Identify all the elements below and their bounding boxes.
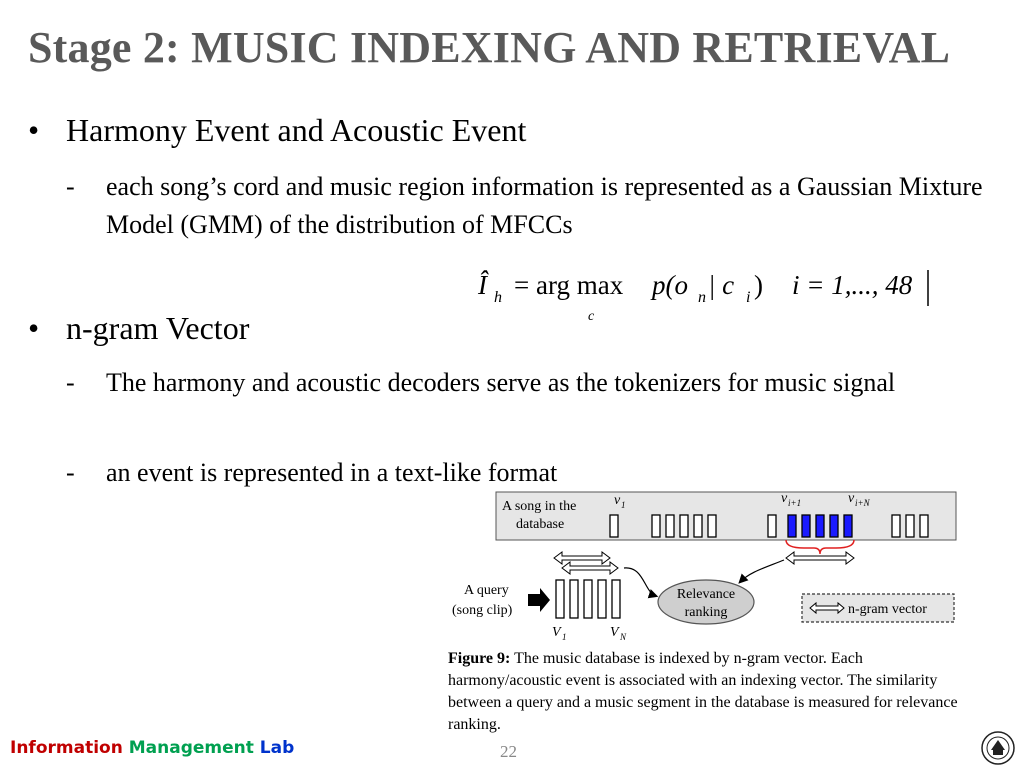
bullet-text: Harmony Event and Acoustic Event [66,112,527,148]
bullet-harmony-event: • Harmony Event and Acoustic Event [28,112,526,149]
highlighted-vector [801,514,811,538]
viN-sub: i+N [855,498,871,508]
sub-bullet-text: an event is represented in a text-like f… [106,458,558,487]
slide-title: Stage 2: MUSIC INDEXING AND RETRIEVAL [28,23,951,72]
lab-word-2: Management [128,738,254,758]
sub-bullet-text: each song’s cord and music region inform… [106,172,983,239]
double-arrow [561,561,619,575]
figure-caption: Figure 9: The music database is indexed … [448,648,968,736]
VN-label: V [610,625,620,640]
sub-bullet-gmm: - each song’s cord and music region info… [66,168,1006,244]
query-vectors [555,579,621,619]
figure-diagram: A song in the database v 1 [452,491,957,642]
query-to-ranking-arrow [623,567,659,599]
event-vector [891,514,901,538]
relevance-line1: Relevance [677,587,735,602]
database-song-bar [495,491,957,541]
lab-word-1: Information [10,738,123,758]
db-event-vectors [609,514,929,538]
highlighted-event-vectors [787,514,853,538]
ngram-indexing-figure: A song in the database v 1 [444,488,964,738]
formula-bar: | c [708,270,734,300]
db-label-line2: database [516,517,564,532]
ngram-double-arrows [553,551,855,575]
legend-double-arrow-icon [809,601,845,615]
V1-label: V [552,625,562,640]
query-vector [611,579,621,619]
highlighted-vector [843,514,853,538]
formula-range: i = 1,..., 48 [792,270,913,300]
query-arrow-icon [528,588,550,612]
query-vector [555,579,565,619]
event-vector [905,514,915,538]
formula-close: ) [754,270,763,300]
bullet-text: n-gram Vector [66,310,250,346]
event-vector [693,514,703,538]
formula-argmax: = arg max [514,270,624,300]
event-vector [679,514,689,538]
caption-text: The music database is indexed by n-gram … [448,650,958,733]
caption-label: Figure 9: [448,650,511,667]
vi1-sub: i+1 [788,498,801,508]
query-label-line2: (song clip) [452,603,513,618]
relevance-line2: ranking [685,605,728,620]
lab-word-3: Lab [259,738,295,758]
formula-lhs-sub: h [494,289,502,306]
dash-symbol: - [66,458,75,487]
seal-graphic [981,731,1015,765]
viN-label: v [848,491,855,506]
formula-graphic: Î h = arg max c p(o n | c i ) i = 1,...,… [477,270,929,324]
dash-symbol: - [66,172,75,201]
sub-bullet-text-like: - an event is represented in a text-like… [66,454,1006,492]
argmax-formula: Î h = arg max c p(o n | c i ) i = 1,...,… [476,266,936,326]
lab-logo-text: Information Management Lab [10,738,294,758]
highlight-bracket [785,539,855,555]
formula-lhs: Î [477,270,489,300]
event-vector [707,514,717,538]
query-vector [569,579,579,619]
query-vector [583,579,593,619]
vi1-label: v [781,491,788,506]
formula-prob: p(o [650,270,688,300]
legend-label: n-gram vector [848,602,927,617]
formula-prob-sub1: n [698,289,706,306]
bullet-dot: • [28,310,40,346]
event-vector [609,514,619,538]
v1-sub: 1 [621,500,626,510]
db-label-line1: A song in the [502,499,576,514]
formula-under: c [588,309,595,324]
v1-label: v [614,493,621,508]
event-vector [919,514,929,538]
dash-symbol: - [66,368,75,397]
bullet-dot: • [28,112,40,148]
relevance-ranking-node [657,579,755,625]
sub-bullet-tokenizers: - The harmony and acoustic decoders serv… [66,364,1006,402]
event-vector [651,514,661,538]
university-seal-icon [980,730,1016,766]
bullet-ngram-vector: • n-gram Vector [28,310,249,347]
double-arrow [553,551,611,565]
highlighted-vector [787,514,797,538]
query-label-line1: A query [464,583,509,598]
double-arrow [785,551,855,565]
event-vector [665,514,675,538]
VN-sub: N [619,632,627,642]
sub-bullet-text: The harmony and acoustic decoders serve … [106,368,896,397]
event-vector [767,514,777,538]
page-number: 22 [500,742,517,761]
V1-sub: 1 [562,632,567,642]
highlighted-vector [815,514,825,538]
db-to-ranking-arrow [738,559,785,584]
formula-prob-sub2: i [746,289,750,306]
highlighted-vector [829,514,839,538]
query-vector [597,579,607,619]
